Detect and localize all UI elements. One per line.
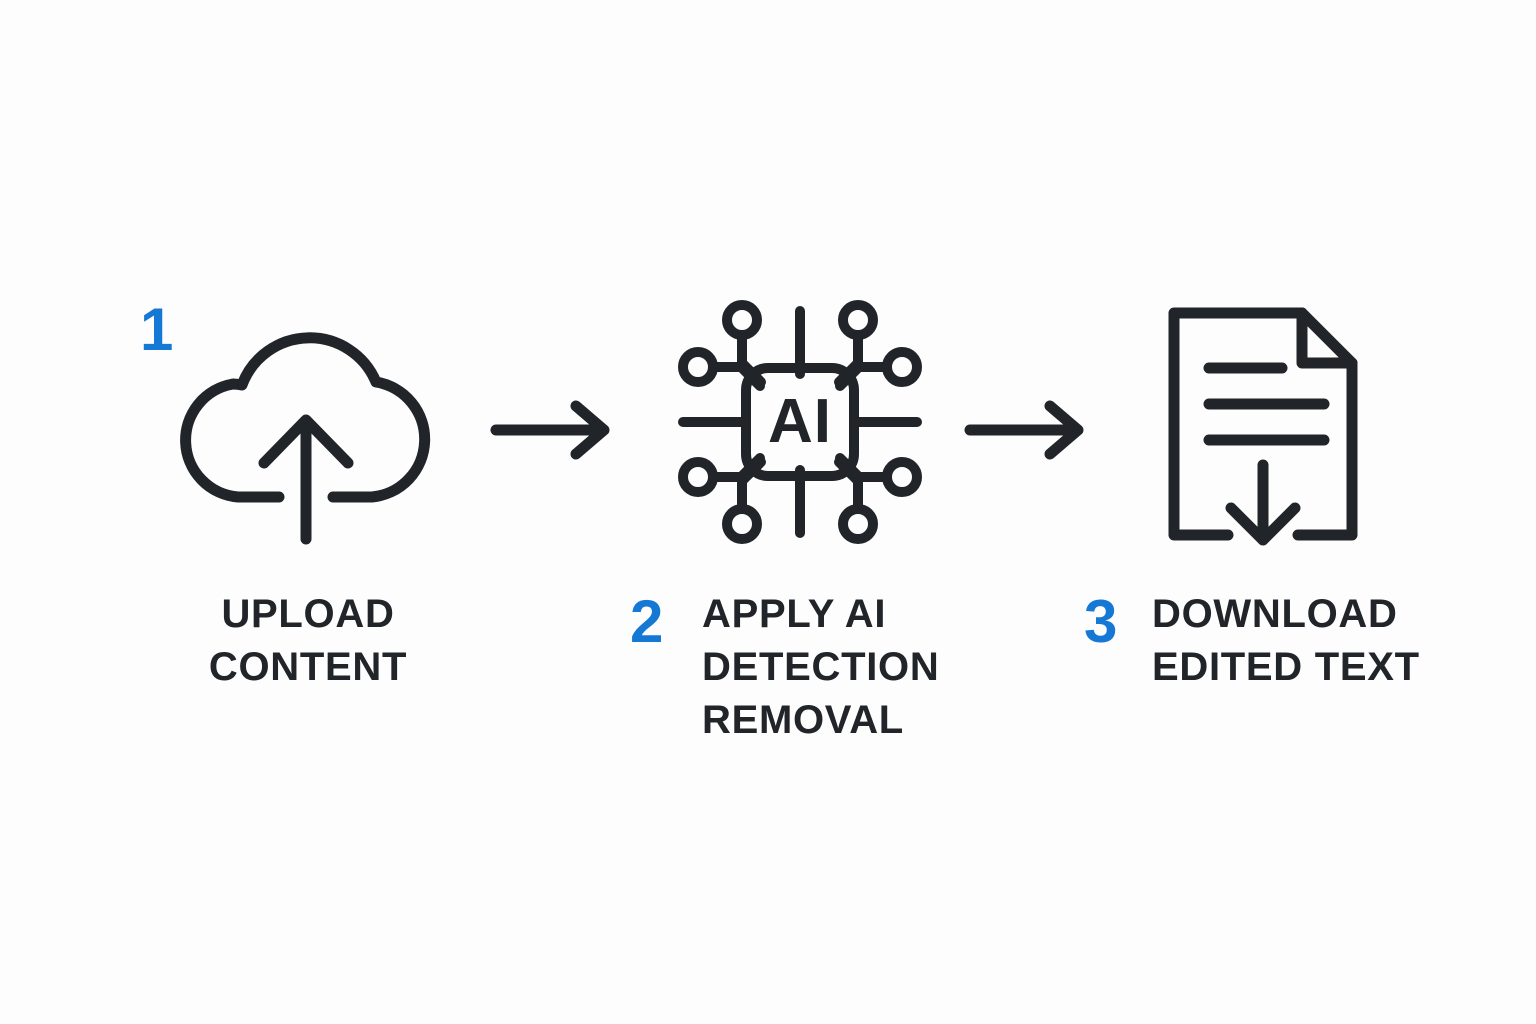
step-2-apply-ai: 2 xyxy=(512,0,1024,1024)
cloud-upload-icon xyxy=(176,307,436,547)
step-3-number: 3 xyxy=(1084,588,1117,655)
step-2-caption: APPLY AI DETECTION REMOVAL xyxy=(702,592,940,742)
step-3-caption: DOWNLOAD EDITED TEXT xyxy=(1152,592,1420,689)
step-2-number: 2 xyxy=(630,588,663,655)
step-1-upload: 1 UPLOAD CONTENT xyxy=(0,0,512,1024)
arrow-right-icon-2 xyxy=(964,400,1096,460)
step-1-number: 1 xyxy=(140,296,173,363)
step-1-caption: UPLOAD CONTENT xyxy=(208,592,408,689)
document-download-icon xyxy=(1156,300,1376,548)
arrow-right-icon-1 xyxy=(490,400,622,460)
ai-chip-icon: AI xyxy=(669,297,931,547)
step-3-download: 3 DOWNLOAD EDITED TEXT xyxy=(1024,0,1536,1024)
ai-chip-label: AI xyxy=(768,387,832,456)
